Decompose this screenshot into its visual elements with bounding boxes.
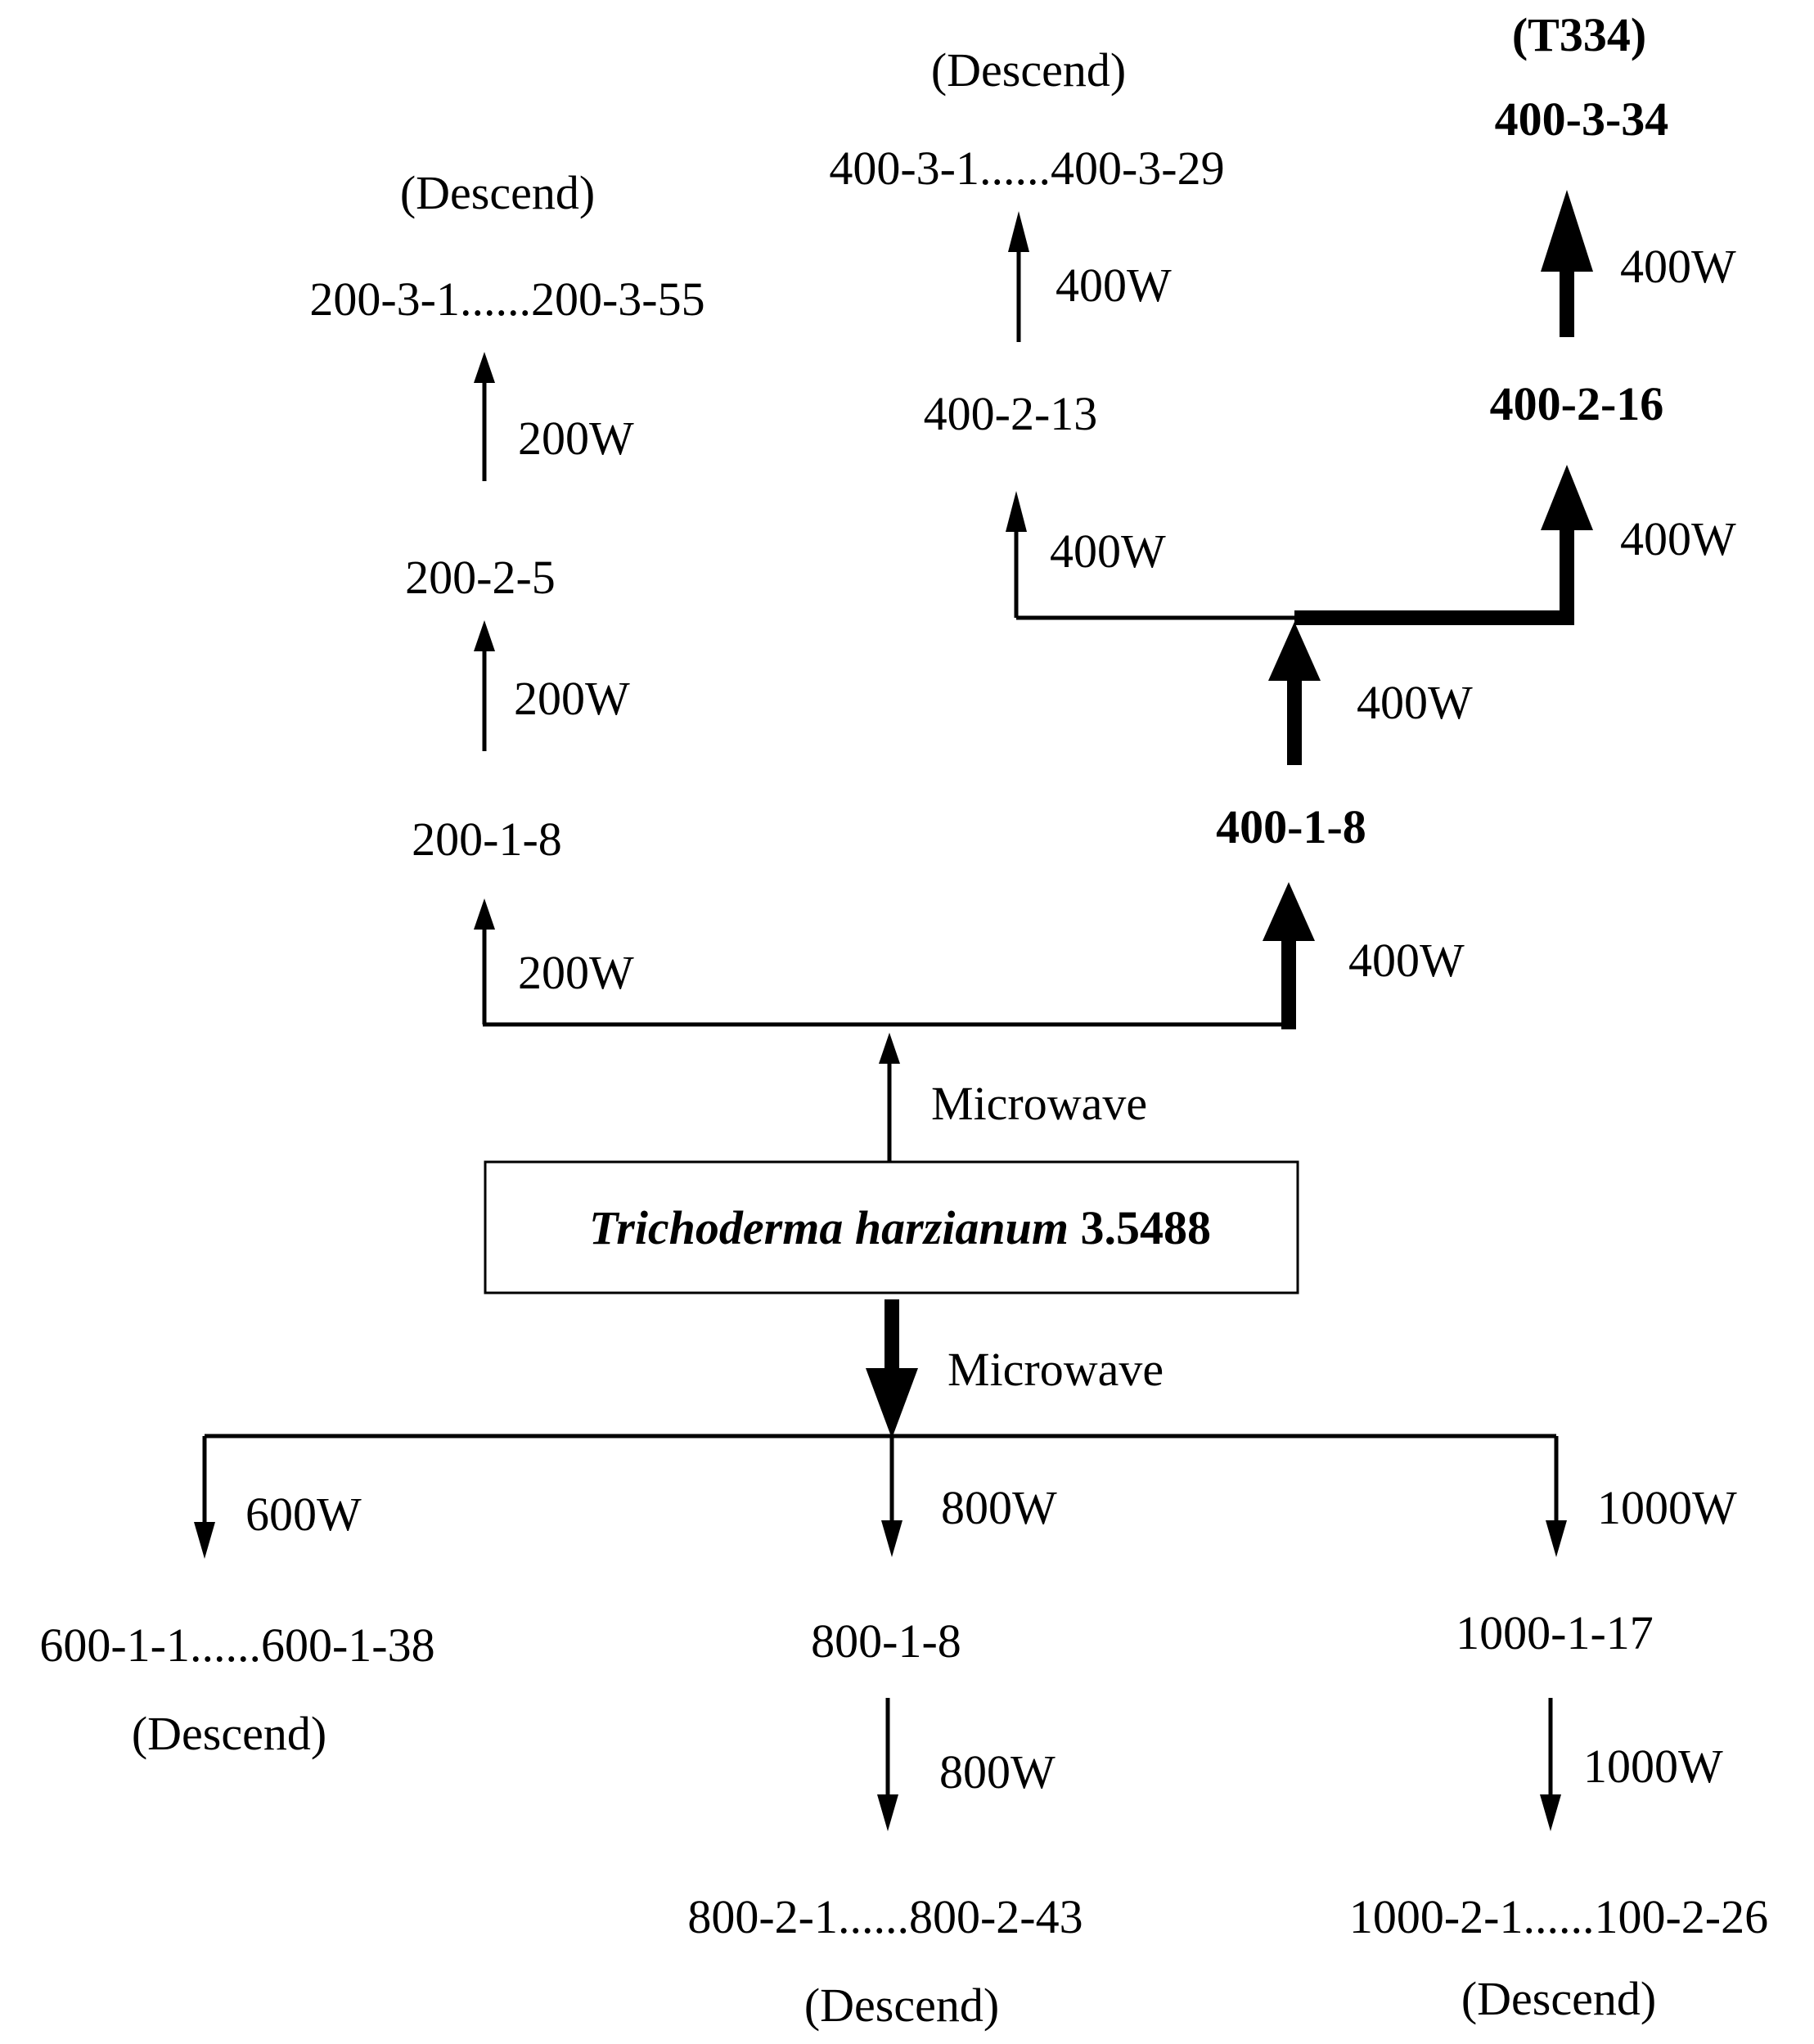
note-400-descend: (Descend) [931, 43, 1126, 97]
arrow-1000-gen1-head [1546, 1520, 1567, 1557]
power-200-label-3: 200W [518, 412, 634, 465]
note-600-descend: (Descend) [132, 1707, 326, 1760]
root-species: Trichoderma harzianum [589, 1201, 1069, 1254]
arrow-400-2-13-head [1006, 491, 1027, 532]
node-200-2-5: 200-2-5 [405, 551, 556, 604]
node-800-2-range: 800-2-1......800-2-43 [687, 1890, 1083, 1943]
arrow-400-3-29-head [1008, 211, 1029, 252]
up-microwave-label: Microwave [931, 1077, 1147, 1130]
node-600-1-range: 600-1-1......600-1-38 [39, 1619, 434, 1672]
node-200-3-range: 200-3-1......200-3-55 [309, 272, 704, 326]
down-microwave-label: Microwave [948, 1343, 1164, 1396]
arrow-200-gen1-head [474, 898, 495, 930]
node-400-3-range: 400-3-1......400-3-29 [829, 142, 1224, 195]
down-microwave-arrowhead [866, 1368, 918, 1438]
node-200-1-8: 200-1-8 [412, 813, 562, 866]
arrow-800-gen1-head [881, 1520, 902, 1557]
power-200-label-2: 200W [514, 672, 630, 725]
power-1000-label-1: 1000W [1597, 1481, 1737, 1534]
power-400-label-5: 400W [1620, 512, 1736, 565]
arrow-400-2-16-head [1541, 465, 1593, 530]
arrow-400-3-34-head [1541, 190, 1593, 272]
note-t334: (T334) [1512, 8, 1646, 61]
arrow-800-gen2-head [877, 1794, 898, 1831]
node-1000-1-17: 1000-1-17 [1456, 1606, 1654, 1659]
node-1000-2-range: 1000-2-1......100-2-26 [1349, 1890, 1768, 1943]
node-400-2-13: 400-2-13 [924, 387, 1098, 440]
power-400-label-2: 400W [1357, 676, 1473, 729]
power-400-label-3: 400W [1050, 525, 1166, 578]
power-400-label-6: 400W [1620, 240, 1736, 293]
arrow-200-gen3-head [474, 352, 495, 383]
arrow-1000-gen2-head [1540, 1794, 1561, 1831]
root-strain-number: 3.5488 [1081, 1201, 1212, 1254]
arrow-400-gen2-head [1268, 622, 1321, 681]
note-200-descend: (Descend) [400, 166, 595, 219]
power-400-label-1: 400W [1348, 934, 1465, 987]
root-strain-box [484, 1160, 1299, 1294]
node-400-1-8: 400-1-8 [1216, 800, 1366, 853]
power-600-label: 600W [245, 1488, 362, 1541]
node-400-3-34: 400-3-34 [1495, 92, 1669, 146]
power-800-label-2: 800W [939, 1745, 1056, 1799]
power-1000-label-2: 1000W [1583, 1740, 1723, 1793]
arrow-200-gen2-head [474, 620, 495, 651]
arrow-600-head [194, 1522, 215, 1559]
power-800-label-1: 800W [941, 1481, 1057, 1534]
node-400-2-16: 400-2-16 [1490, 377, 1664, 430]
note-800-descend: (Descend) [804, 1979, 999, 2032]
power-400-label-4: 400W [1056, 259, 1172, 312]
root-strain-label: Trichoderma harzianum 3.5488 [589, 1201, 1211, 1254]
up-microwave-arrowhead [879, 1033, 900, 1064]
node-800-1-8: 800-1-8 [811, 1614, 961, 1668]
arrow-400-gen1-head [1263, 882, 1315, 941]
power-200-label-1: 200W [518, 946, 634, 999]
note-1000-descend: (Descend) [1461, 1972, 1656, 2025]
